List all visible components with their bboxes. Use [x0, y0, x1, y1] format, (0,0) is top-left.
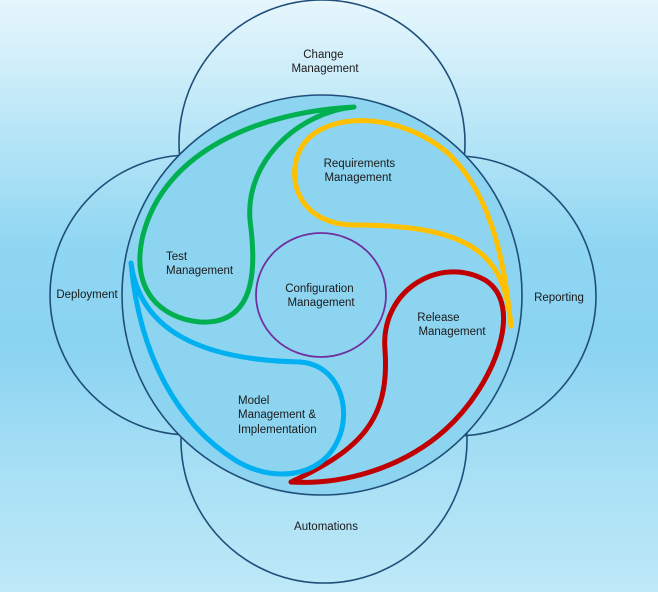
change-management-label: Change Management [291, 49, 359, 75]
test-line-2: Management [166, 265, 234, 277]
reporting-label: Reporting [534, 292, 584, 304]
configuration-management-circle [255, 232, 387, 358]
model-line-2: Management & [238, 409, 316, 421]
deployment-line-1: Deployment [56, 289, 118, 301]
requirements-line-2: Management [324, 172, 392, 184]
reporting-line-1: Reporting [534, 292, 584, 304]
automations-line-1: Automations [294, 521, 358, 533]
deployment-label: Deployment [56, 289, 118, 301]
requirements-line-1: Requirements [324, 158, 396, 170]
model-line-3: Implementation [238, 424, 317, 436]
model-management-label: Model Management & Implementation [238, 395, 319, 436]
central-circle [121, 94, 523, 496]
requirements-management-loop [292, 118, 514, 329]
configuration-line-2: Management [287, 297, 355, 309]
automations-label: Automations [294, 521, 358, 533]
test-line-1: Test [166, 251, 188, 263]
test-management-loop [137, 104, 357, 325]
change-management-line-1: Change [303, 49, 343, 61]
test-management-label: Test Management [166, 251, 234, 277]
release-line-2: Management [418, 326, 486, 338]
requirements-management-label: Requirements Management [324, 158, 399, 184]
change-management-line-2: Management [291, 63, 359, 75]
configuration-line-1: Configuration [285, 283, 353, 295]
release-management-loop [288, 269, 507, 485]
configuration-management-label: Configuration Management [285, 283, 357, 309]
release-management-label: Release Management [417, 312, 486, 338]
release-line-1: Release [417, 312, 459, 324]
model-line-1: Model [238, 395, 269, 407]
model-management-loop [128, 260, 347, 477]
